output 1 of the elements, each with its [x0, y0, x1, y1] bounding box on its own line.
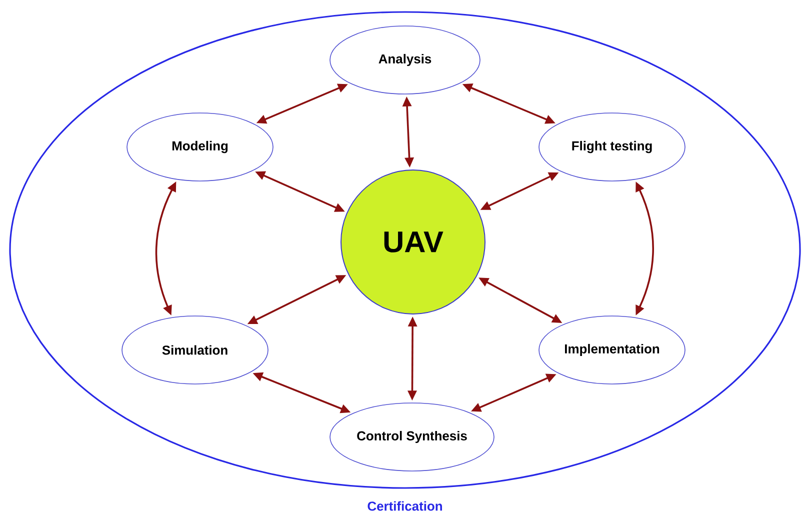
- ellipse-heading: Certification: [368, 501, 442, 511]
